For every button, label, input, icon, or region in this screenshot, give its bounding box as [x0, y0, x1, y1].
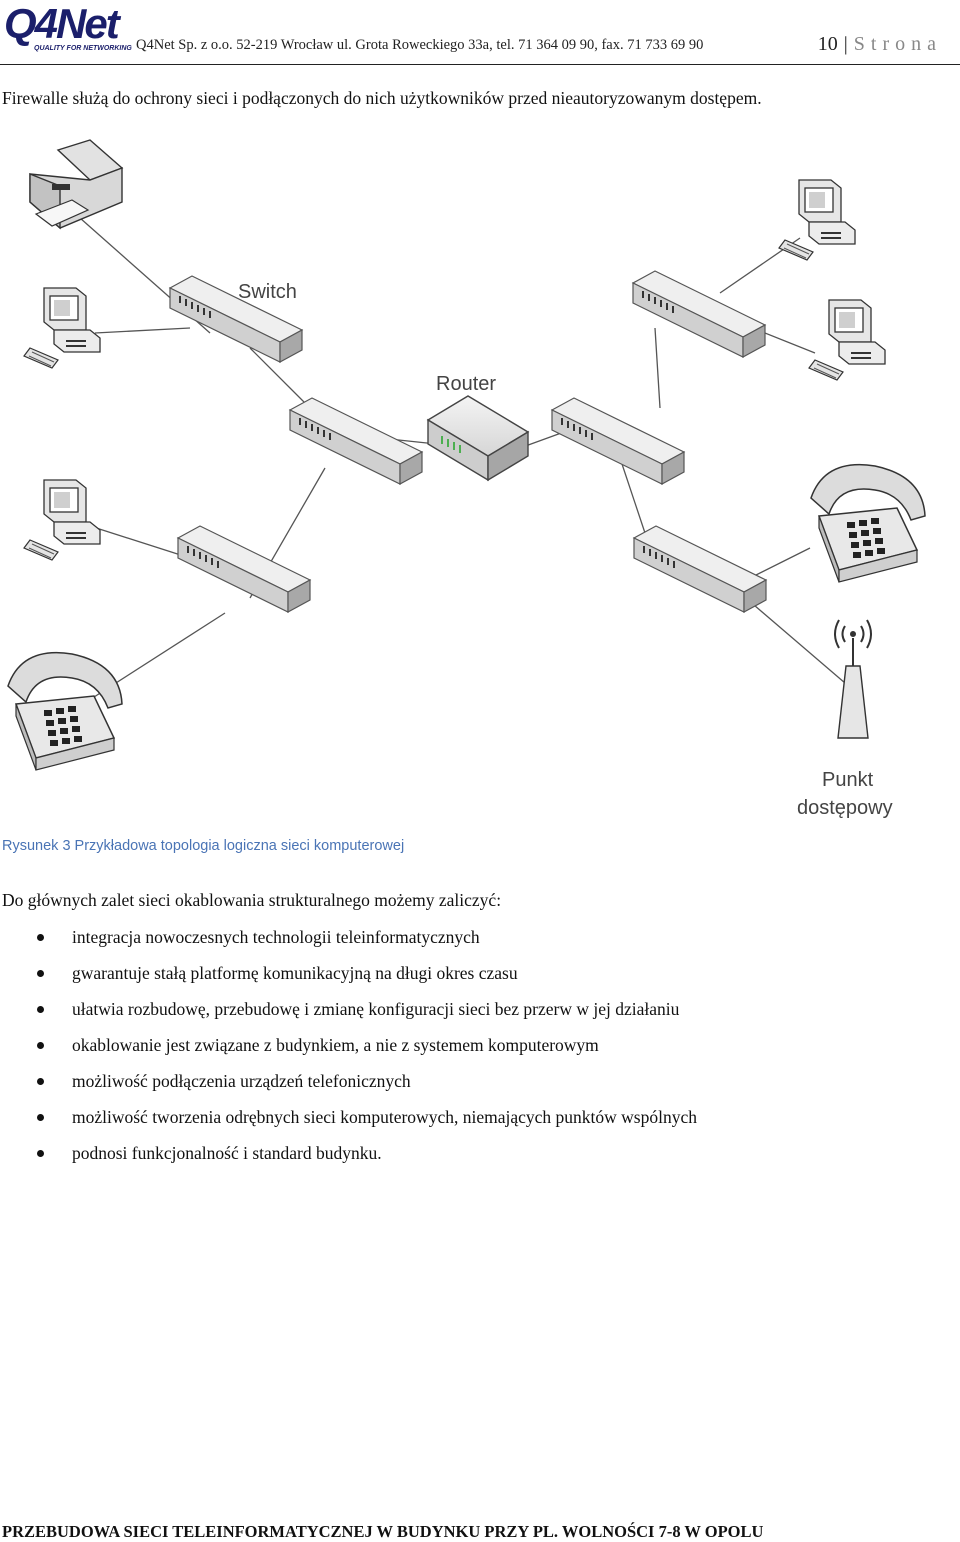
bullet-icon	[37, 1150, 44, 1157]
list-item: ułatwia rozbudowę, przebudowę i zmianę k…	[0, 997, 697, 1033]
switch-icon	[551, 397, 685, 485]
list-item-text: integracja nowoczesnych technologii tele…	[72, 927, 480, 947]
list-item: gwarantuje stałą platformę komunikacyjną…	[0, 961, 697, 997]
topology-diagram: Switch Router Punkt dostępowy	[7, 139, 926, 819]
computer-icon	[23, 479, 101, 561]
bullet-icon	[37, 1078, 44, 1085]
switch-label: Switch	[238, 281, 297, 303]
advantages-list: integracja nowoczesnych technologii tele…	[0, 925, 697, 1177]
bullet-icon	[37, 1042, 44, 1049]
bullet-icon	[37, 1006, 44, 1013]
page-number: 10|Strona	[818, 33, 942, 56]
computer-icon	[808, 299, 886, 381]
access-point-label-line2: dostępowy	[797, 797, 893, 819]
company-logo: Q4Net QUALITY FOR NETWORKING	[4, 2, 136, 58]
switch-icon	[633, 525, 767, 613]
list-item-text: ułatwia rozbudowę, przebudowę i zmianę k…	[72, 999, 680, 1019]
network-topology-figure: Switch Router Punkt dostępowy	[0, 128, 960, 828]
access-point-icon	[834, 619, 872, 739]
advantages-lead: Do głównych zalet sieci okablowania stru…	[2, 890, 502, 910]
intro-paragraph: Firewalle służą do ochrony sieci i podłą…	[2, 88, 762, 108]
company-info: Q4Net Sp. z o.o. 52-219 Wrocław ul. Grot…	[136, 37, 704, 53]
list-item-text: możliwość podłączenia urządzeń telefonic…	[72, 1071, 411, 1091]
page-header: Q4Net QUALITY FOR NETWORKING Q4Net Sp. z…	[0, 0, 960, 65]
figure-caption: Rysunek 3 Przykładowa topologia logiczna…	[2, 838, 405, 854]
page-word: Strona	[853, 33, 942, 55]
router-icon	[426, 395, 530, 482]
computer-icon	[23, 287, 101, 369]
switch-icon	[177, 525, 311, 613]
list-item-text: okablowanie jest związane z budynkiem, a…	[72, 1035, 599, 1055]
list-item-text: podnosi funkcjonalność i standard budynk…	[72, 1143, 382, 1163]
computer-icon	[778, 179, 856, 261]
list-item: okablowanie jest związane z budynkiem, a…	[0, 1033, 697, 1069]
list-item-text: gwarantuje stałą platformę komunikacyjną…	[72, 963, 518, 983]
printer-icon	[29, 139, 124, 230]
phone-icon	[7, 651, 123, 771]
access-point-label-line1: Punkt	[822, 769, 874, 791]
page-number-separator: |	[843, 33, 848, 55]
bullet-icon	[37, 934, 44, 941]
bullet-icon	[37, 1114, 44, 1121]
page-footer: PRZEBUDOWA SIECI TELEINFORMATYCZNEJ W BU…	[2, 1522, 764, 1541]
logo-text: Q4Net	[4, 0, 120, 47]
logo-tagline: QUALITY FOR NETWORKING	[34, 45, 132, 52]
list-item: integracja nowoczesnych technologii tele…	[0, 925, 697, 961]
bullet-icon	[37, 970, 44, 977]
list-item: możliwość podłączenia urządzeń telefonic…	[0, 1069, 697, 1105]
phone-icon	[810, 463, 926, 583]
list-item: możliwość tworzenia odrębnych sieci komp…	[0, 1105, 697, 1141]
router-label: Router	[436, 373, 496, 395]
page-number-value: 10	[817, 33, 838, 55]
list-item-text: możliwość tworzenia odrębnych sieci komp…	[72, 1107, 697, 1127]
list-item: podnosi funkcjonalność i standard budynk…	[0, 1141, 697, 1177]
switch-icon	[632, 270, 766, 358]
